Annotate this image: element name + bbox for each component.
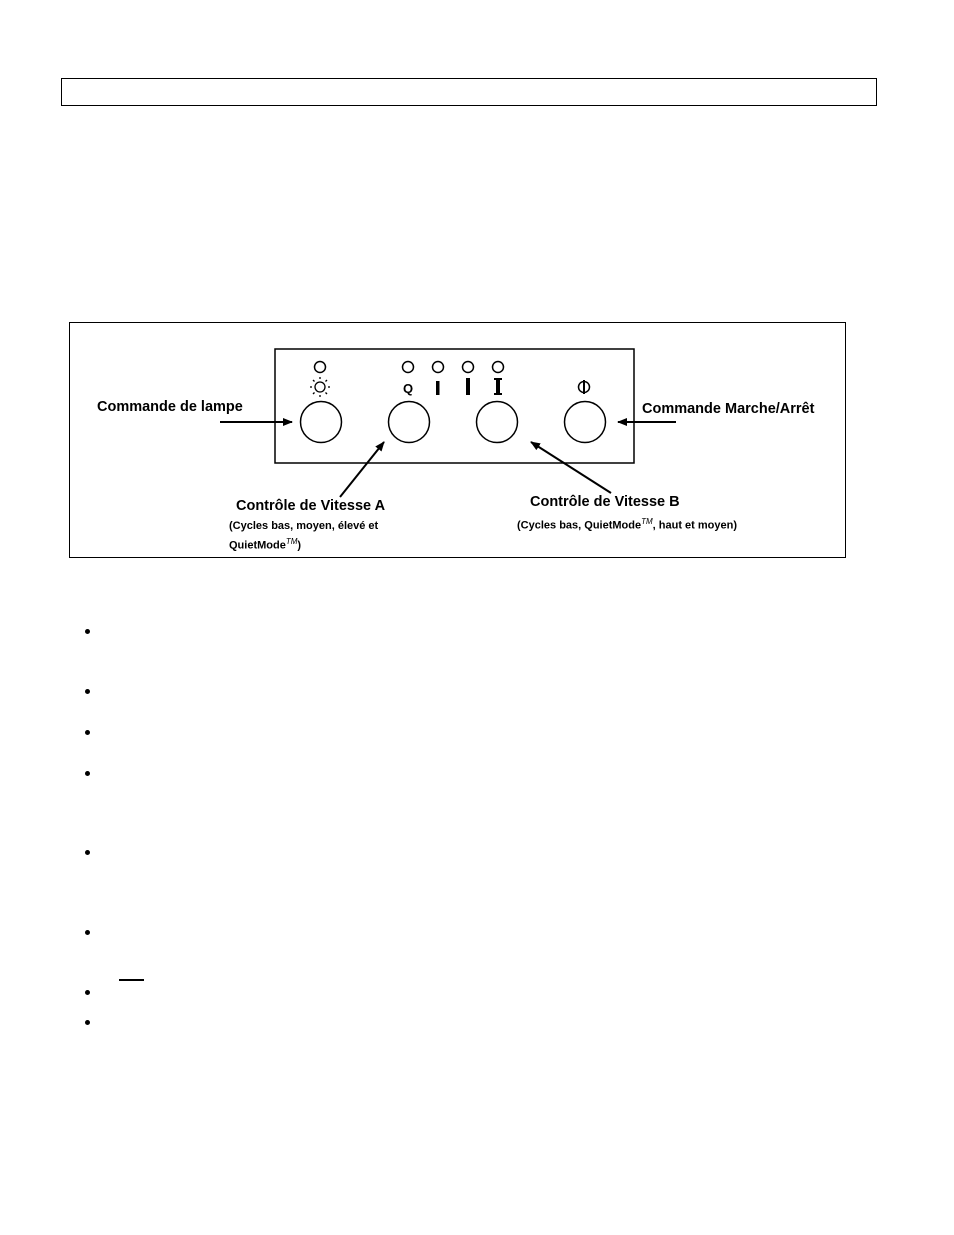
light-bulb-icon (310, 377, 330, 397)
speed-indicator-led-3 (491, 360, 505, 374)
speed-indicator-led-q (401, 360, 415, 374)
speed-b-note: (Cycles bas, QuietModeTM, haut et moyen) (517, 514, 737, 534)
speed-q-symbol: Q (403, 381, 413, 396)
bullet-marker-7 (84, 987, 94, 997)
speed-b-arrow (530, 441, 612, 494)
speed-b-note-start: (Cycles bas, QuietMode (517, 519, 642, 532)
underline-mark (119, 979, 144, 981)
speed-b-knob (475, 400, 519, 444)
speed-a-note-line1: (Cycles bas, moyen, élevé et (229, 520, 379, 532)
speed-b-label: Contrôle de Vitesse B (530, 494, 680, 510)
power-control-label: Commande Marche/Arrêt (642, 401, 815, 417)
control-panel-diagram: Q (220, 348, 676, 498)
lamp-control-label: Commande de lampe (97, 399, 243, 415)
power-icon (577, 380, 591, 394)
speed-b-tm: TM (641, 517, 653, 526)
speed-level-2-mark (466, 378, 470, 395)
lamp-knob (299, 400, 343, 444)
bullet-marker-6 (84, 927, 94, 937)
bullet-marker-2 (84, 686, 94, 696)
bullet-marker-1 (84, 626, 94, 636)
speed-indicator-led-1 (431, 360, 445, 374)
speed-a-label: Contrôle de Vitesse A (236, 498, 386, 514)
lamp-indicator-led (313, 360, 327, 374)
speed-level-1-mark (436, 381, 440, 395)
bullet-marker-5 (84, 847, 94, 857)
speed-indicator-led-2 (461, 360, 475, 374)
speed-a-note-close: ) (297, 539, 302, 552)
header-box (61, 78, 877, 106)
power-knob (563, 400, 607, 444)
speed-a-arrow (339, 441, 385, 498)
speed-a-note-line2: QuietMode (229, 539, 286, 552)
bullet-marker-8 (84, 1017, 94, 1027)
speed-a-note: (Cycles bas, moyen, élevé et QuietModeTM… (229, 518, 378, 554)
control-panel-figure: Q Commande de lampe Commande Marche/Arrê… (69, 322, 846, 558)
bullet-marker-3 (84, 727, 94, 737)
bullet-marker-4 (84, 768, 94, 778)
speed-level-3-mark (494, 378, 502, 395)
speed-b-note-end: , haut et moyen) (652, 519, 737, 532)
speed-a-tm: TM (285, 537, 298, 546)
speed-a-knob (387, 400, 431, 444)
